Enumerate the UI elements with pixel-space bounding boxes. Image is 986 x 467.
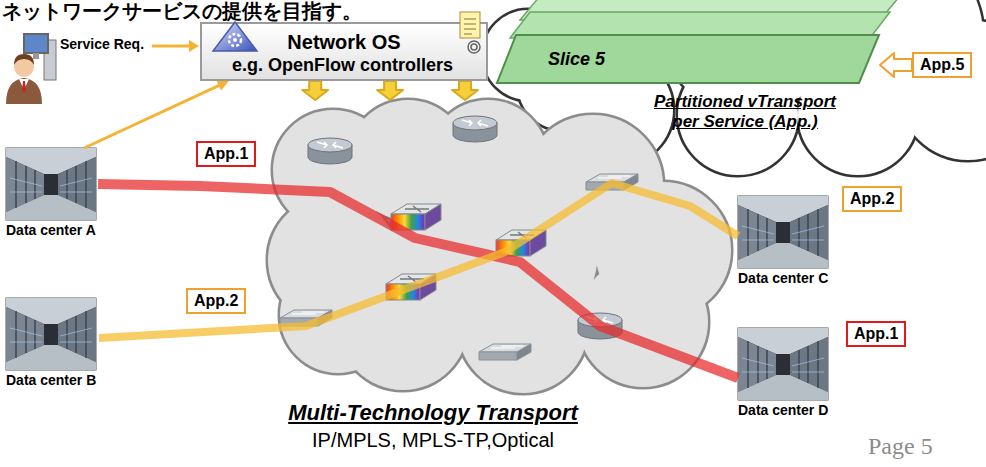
app-label: App.1 — [854, 324, 898, 344]
app-tag: App.1 — [196, 141, 256, 167]
site-name: Data center D — [738, 402, 828, 419]
site-name: Data center C — [738, 270, 828, 287]
box-title: Network OS — [287, 30, 400, 54]
control-arrow — [302, 81, 328, 100]
network-os-icon — [213, 22, 257, 51]
data-center: Data center C — [738, 196, 831, 287]
arrow-head — [217, 81, 229, 91]
cloud-subtitle: IP/MPLS, MPLS-TP,Optical — [312, 428, 554, 452]
transport-cloud: Multi-Technology TransportIP/MPLS, MPLS-… — [258, 100, 728, 456]
data-center: Data center A — [6, 148, 98, 239]
slice-name: Slice 5 — [548, 48, 605, 70]
site-name: Data center B — [6, 372, 96, 389]
data-center: Data center B — [6, 298, 99, 389]
app-label: App.1 — [204, 144, 248, 164]
label-holder: ネットワークサービスの提供を目指す。 — [2, 0, 362, 22]
label-holder: Service Req. — [60, 36, 144, 53]
app-label: App.5 — [920, 55, 964, 75]
app-label: App.2 — [850, 189, 894, 209]
slide-heading: ネットワークサービスの提供を目指す。 — [2, 0, 362, 22]
app-tag: App.1 — [846, 321, 906, 347]
caption-holder: Partitioned vTransport per Service (App.… — [640, 92, 850, 132]
app-label: App.2 — [194, 291, 238, 311]
controller-box: Network OSe.g. OpenFlow controllers — [200, 22, 488, 81]
cloud-title: Multi-Technology Transport — [288, 400, 578, 426]
caption-holder: Slice 5 — [548, 34, 605, 84]
cloud-outline — [468, 0, 986, 175]
user-icon — [6, 34, 56, 104]
app-tag: App.5 — [912, 52, 972, 78]
app-tag: App.2 — [842, 186, 902, 212]
slice-layer: Slice 5 — [496, 34, 880, 84]
request-arrow — [152, 40, 199, 52]
page-number: Page 5 — [868, 432, 933, 460]
data-center-photo — [738, 328, 828, 400]
data-center-photo — [738, 196, 828, 268]
document-icon — [460, 12, 480, 53]
caption-holder: Multi-Technology TransportIP/MPLS, MPLS-… — [238, 400, 628, 452]
request-label: Service Req. — [60, 36, 144, 53]
app-tag: App.2 — [186, 288, 246, 314]
block-arrow — [452, 81, 478, 100]
control-arrow — [452, 81, 478, 100]
control-arrow — [377, 81, 403, 100]
data-center-photo — [6, 148, 96, 220]
connector-line — [84, 85, 221, 148]
slice-cloud: Partitioned vTransport per Service (App.… — [468, 0, 986, 175]
label-holder: Page 5 — [868, 432, 933, 460]
box-subtitle: e.g. OpenFlow controllers — [232, 54, 453, 76]
block-arrow — [302, 81, 328, 100]
data-center-photo — [6, 298, 96, 370]
data-center: Data center D — [738, 328, 831, 419]
cloud-caption: Partitioned vTransport per Service (App.… — [640, 92, 850, 132]
site-name: Data center A — [6, 222, 96, 239]
block-arrow — [377, 81, 403, 100]
request-arrow — [84, 81, 229, 148]
